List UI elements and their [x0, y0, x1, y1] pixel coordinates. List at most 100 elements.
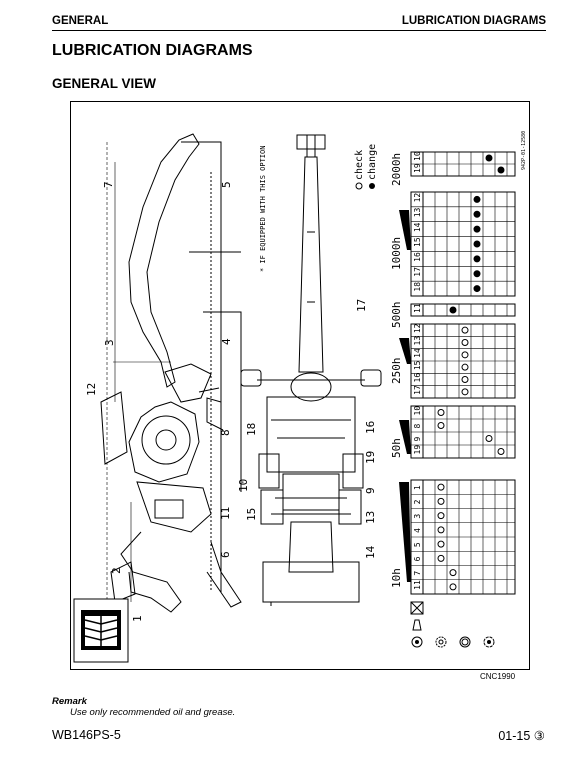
change-marker: [473, 210, 481, 218]
page-title: LUBRICATION DIAGRAMS: [52, 42, 253, 59]
check-marker: [461, 326, 469, 334]
callout-16: 16: [364, 421, 377, 434]
callout-4: 4: [220, 338, 233, 345]
footer-model: WB146PS-5: [52, 728, 121, 742]
change-marker: [473, 195, 481, 203]
check-marker: [461, 351, 469, 359]
callout-8: 8: [219, 429, 232, 436]
check-marker: [461, 376, 469, 383]
change-marker: [497, 166, 505, 174]
table-point-13: 13: [413, 336, 422, 346]
axle-oil-icon: [483, 636, 495, 648]
check-marker: [449, 583, 457, 591]
hydraulic-oil-icon: [459, 636, 471, 648]
table-point-11: 11: [413, 580, 422, 590]
backhoe-drawing: [100, 133, 242, 613]
section-subtitle: GENERAL VIEW: [52, 76, 157, 91]
table-point-14: 14: [413, 222, 422, 232]
table-point-12: 12: [413, 323, 422, 333]
legend-change: change: [367, 144, 378, 180]
table-point-3: 3: [413, 514, 422, 519]
table-point-19: 19: [413, 445, 422, 455]
table-point-8: 8: [413, 424, 422, 429]
lubrication-table: 1019121314151617181112131415161710891912…: [410, 151, 516, 595]
interval-10h: 10h: [390, 568, 403, 588]
table-point-13: 13: [413, 207, 422, 217]
manual-book-icon: [73, 598, 129, 663]
check-symbol: [355, 182, 363, 190]
callout-9: 9: [364, 487, 377, 494]
remark-text: Use only recommended oil and grease.: [70, 707, 236, 718]
change-marker: [485, 154, 493, 162]
interval-1000h: 1000h: [390, 237, 403, 270]
machine-top-view: [240, 134, 382, 606]
callout-numbers: 1 2 3 4 5 6 7 8 9 10 11 12 13 14 15 16 1…: [85, 181, 377, 622]
check-marker: [437, 422, 445, 429]
callout-12: 12: [85, 383, 98, 396]
callout-17: 17: [355, 299, 368, 312]
table-point-9: 9: [413, 437, 422, 442]
table-point-1: 1: [413, 485, 422, 490]
table-point-15: 15: [413, 237, 422, 247]
callout-18: 18: [245, 423, 258, 436]
interval-250h: 250h: [390, 358, 403, 385]
change-marker: [473, 285, 481, 293]
check-marker: [497, 448, 505, 455]
check-marker: [437, 409, 445, 416]
table-point-4: 4: [413, 528, 422, 533]
change-marker: [473, 240, 481, 248]
interval-500h: 500h: [390, 302, 403, 329]
callout-5: 5: [220, 181, 233, 188]
table-point-17: 17: [413, 385, 422, 395]
change-marker: [473, 255, 481, 263]
check-marker: [449, 569, 457, 577]
table-point-14: 14: [413, 348, 422, 358]
header-chapter: LUBRICATION DIAGRAMS: [401, 15, 546, 27]
callout-1: 1: [131, 615, 144, 622]
change-symbol: [369, 183, 375, 189]
check-marker: [437, 512, 445, 520]
interval-labels: 10h 50h 250h 500h 1000h 2000h: [390, 153, 411, 588]
oil-can-icon: [412, 619, 422, 631]
callout-10: 10: [237, 479, 250, 492]
table-point-15: 15: [413, 360, 422, 370]
table-point-5: 5: [413, 542, 422, 547]
table-point-11: 11: [413, 303, 422, 313]
table-point-6: 6: [413, 556, 422, 561]
engine-oil-icon: [411, 636, 423, 648]
check-marker: [461, 388, 469, 396]
table-point-17: 17: [413, 267, 422, 277]
gear-oil-icon: [435, 636, 447, 648]
table-point-16: 16: [413, 373, 422, 383]
callout-6: 6: [219, 551, 232, 558]
lubrication-diagram: 1 2 3 4 5 6 7 8 9 10 11 12 13 14 15 16 1…: [70, 101, 530, 670]
callout-2: 2: [110, 567, 123, 574]
footer-page: 01-15 ③: [498, 729, 545, 743]
remark-title: Remark: [52, 696, 87, 707]
callout-15: 15: [245, 508, 258, 521]
check-marker: [461, 339, 469, 346]
interval-2000h: 2000h: [390, 153, 403, 186]
callout-19: 19: [364, 451, 377, 464]
diagram-canvas: 1 2 3 4 5 6 7 8 9 10 11 12 13 14 15 16 1…: [73, 131, 527, 663]
legend-check: check: [354, 150, 365, 180]
check-marker: [437, 497, 445, 505]
check-marker: [437, 540, 445, 548]
table-point-7: 7: [413, 571, 422, 576]
legend: check change: [354, 144, 378, 190]
table-point-10: 10: [413, 406, 422, 416]
callout-13: 13: [364, 511, 377, 524]
table-point-18: 18: [413, 282, 422, 292]
check-marker: [437, 483, 445, 491]
callout-14: 14: [364, 545, 377, 559]
callout-3: 3: [103, 339, 116, 346]
table-point-2: 2: [413, 499, 422, 504]
grease-gun-icon: [410, 601, 424, 615]
change-marker: [473, 270, 481, 278]
header-section: GENERAL: [52, 15, 109, 27]
check-marker: [485, 435, 493, 442]
callout-7: 7: [102, 181, 115, 188]
table-point-10: 10: [413, 151, 422, 161]
running-header: GENERAL LUBRICATION DIAGRAMS: [52, 14, 546, 31]
lubricant-symbols: [410, 601, 495, 648]
